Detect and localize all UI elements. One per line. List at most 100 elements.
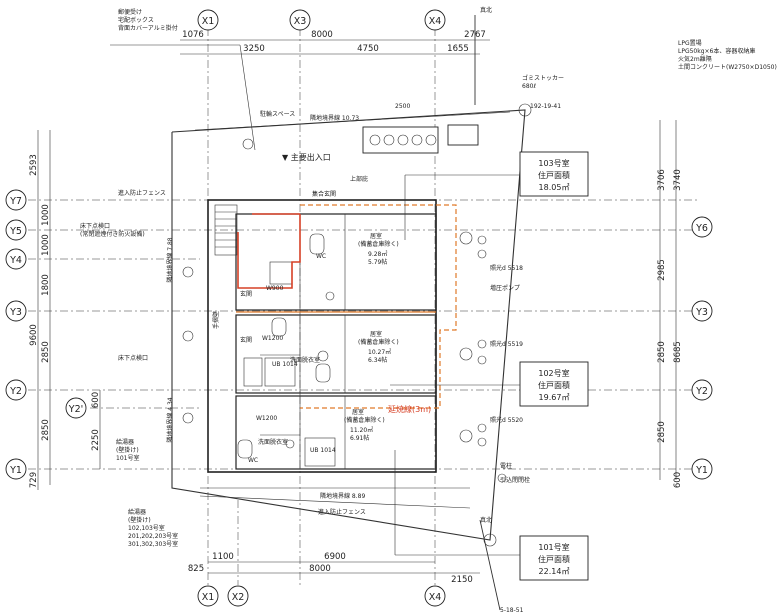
note-misc-2500: 2500 bbox=[395, 103, 410, 110]
equipment-symbols bbox=[182, 138, 507, 483]
note-mail-3: 背面カバーアルミ掛付 bbox=[118, 24, 178, 32]
note-garbage-1: ゴミストッカー bbox=[522, 74, 564, 82]
note-boundary-s: 隣地境界線 8.89 bbox=[320, 492, 365, 500]
room-area-101b: 6.91帖 bbox=[350, 434, 369, 442]
unit-103-label: 103号室 bbox=[538, 158, 569, 168]
note-lpg-4: 土間コンクリート(W2750×D1050) bbox=[678, 63, 777, 71]
note-floor-hatch-3: 床下点検口 bbox=[118, 354, 148, 362]
building-outline bbox=[207, 199, 437, 473]
unit-area-box-103: 103号室 住戸面積 18.05㎡ bbox=[519, 151, 589, 197]
room-entry-102: 玄関 bbox=[240, 336, 252, 344]
dim-top-8000: 8000 bbox=[311, 30, 333, 40]
unit-102-label: 102号室 bbox=[538, 368, 569, 378]
room-area-102a: 10.27㎡ bbox=[368, 348, 391, 356]
note-heater-bottom-2: (壁掛け) bbox=[128, 516, 151, 524]
note-lpg-1: LPG置場 bbox=[678, 39, 702, 47]
note-light-1: 照光d 5518 bbox=[490, 264, 523, 272]
note-pole: 電柱 bbox=[500, 462, 512, 470]
grid-bubbles-left: Y7 Y5 Y4 Y3 Y2 Y2' Y1 bbox=[5, 189, 87, 480]
grid-bubbles-bottom: X1 X2 X4 bbox=[197, 585, 446, 607]
note-heater-left-1: 給湯器 bbox=[116, 438, 134, 446]
grid-bubbles-top: X1 X3 X4 bbox=[197, 9, 446, 31]
dim-left-2250: 2250 bbox=[91, 429, 101, 451]
room-storage-102: (備蓄倉庫除く) bbox=[358, 338, 399, 346]
note-eave: 上部庇 bbox=[350, 175, 368, 183]
note-garbage-2: 680ℓ bbox=[522, 83, 536, 90]
room-storage-101: (備蓄倉庫除く) bbox=[344, 416, 385, 424]
grid-label-y2-prime: Y2' bbox=[68, 404, 83, 415]
grid-label-top-x1: X1 bbox=[202, 16, 215, 27]
dim-bottom-825: 825 bbox=[188, 564, 204, 574]
grid-label-bottom-x2: X2 bbox=[232, 592, 245, 603]
room-ub-101: UB 1014 bbox=[310, 447, 336, 454]
dim-bottom-2150: 2150 bbox=[451, 575, 473, 585]
leader-lines bbox=[110, 44, 520, 556]
room-label-103: 居室 bbox=[370, 232, 382, 240]
unit-101-sub: 住戸面積 bbox=[538, 554, 570, 564]
dim-right-2850b: 2850 bbox=[657, 421, 667, 443]
grid-label-top-x4: X4 bbox=[429, 16, 442, 27]
note-light-2: 照光d 5519 bbox=[490, 340, 523, 348]
benchmark-top: 192-19-41 bbox=[530, 103, 561, 110]
unit-area-box-102: 102号室 住戸面積 19.67㎡ bbox=[519, 361, 589, 407]
dim-top-1655: 1655 bbox=[447, 44, 469, 54]
grid-label-y2-left: Y2 bbox=[9, 386, 22, 397]
room-entry-103: 玄関 bbox=[240, 290, 252, 298]
dim-left-2850a: 2850 bbox=[41, 341, 51, 363]
room-wc-103: WC bbox=[316, 253, 326, 260]
note-main-entrance: ▼ 主要出入口 bbox=[282, 152, 331, 162]
note-floor-hatch-2: (常閉遮煙付き防火設備) bbox=[80, 230, 145, 238]
unit-101-label: 101号室 bbox=[538, 542, 569, 552]
garbage-stocker bbox=[362, 124, 479, 154]
note-heater-bottom-4: 201,202,203号室 bbox=[128, 532, 178, 540]
north-label-bottom: 真北 bbox=[480, 516, 492, 524]
dim-right-600: 600 bbox=[673, 472, 683, 488]
note-heater-bottom-3: 102,103号室 bbox=[128, 524, 165, 532]
note-floor-hatch-1: 床下点検口 bbox=[80, 222, 110, 230]
room-wc-101: WC bbox=[248, 457, 258, 464]
dim-left-2593: 2593 bbox=[29, 154, 39, 176]
grid-label-y1-left: Y1 bbox=[9, 465, 22, 476]
dim-top-3250: 3250 bbox=[243, 44, 265, 54]
room-label-102: 居室 bbox=[370, 330, 382, 338]
grid-label-top-x3: X3 bbox=[294, 16, 307, 27]
note-heater-left-2: (壁掛け) bbox=[116, 446, 139, 454]
note-light-3: 照光d 5520 bbox=[490, 416, 523, 424]
grid-label-y1-right: Y1 bbox=[695, 465, 708, 476]
room-area-103a: 9.28㎡ bbox=[368, 250, 387, 258]
grid-label-y6: Y6 bbox=[695, 223, 708, 234]
dim-bottom-8000: 8000 bbox=[309, 564, 331, 574]
note-boundary-n: 隣地境界線 10.73 bbox=[310, 114, 359, 122]
dim-left-1000a: 1000 bbox=[41, 204, 51, 226]
note-adj-boundary-1: 隣地境界線 7.88 bbox=[166, 237, 174, 282]
room-label-101: 居室 bbox=[352, 408, 364, 416]
room-ub-102: UB 1014 bbox=[272, 361, 298, 368]
dim-top-4750: 4750 bbox=[357, 44, 379, 54]
grid-label-y7: Y7 bbox=[9, 196, 22, 207]
dim-right-2850a: 2850 bbox=[657, 341, 667, 363]
dim-left-2850b: 2850 bbox=[41, 419, 51, 441]
note-w900: W900 bbox=[266, 285, 284, 292]
note-bike: 駐輪スペース bbox=[260, 110, 295, 118]
dim-right-8685: 8685 bbox=[673, 341, 683, 363]
note-heater-left-3: 101号室 bbox=[116, 454, 139, 462]
note-mail-1: 郵便受け bbox=[118, 8, 142, 16]
dim-right-3706: 3706 bbox=[657, 169, 667, 191]
grid-label-bottom-x1: X1 bbox=[202, 592, 215, 603]
note-handrail-wall: 手摺壁 bbox=[212, 311, 220, 329]
note-fire-zone: 延焼線(3m) bbox=[388, 404, 431, 414]
grid-label-y3-left: Y3 bbox=[9, 307, 22, 318]
note-entrance-steps: 集合玄関 bbox=[312, 190, 336, 198]
unit-103-area: 18.05㎡ bbox=[539, 183, 570, 192]
note-w1200a: W1200 bbox=[262, 335, 283, 342]
note-pump: 増圧ポンプ bbox=[490, 284, 520, 292]
dim-left-1800: 1800 bbox=[41, 274, 51, 296]
note-fence-bottom: 進入防止フェンス bbox=[318, 508, 366, 516]
note-heater-bottom-5: 301,302,303号室 bbox=[128, 540, 178, 548]
north-arrow: 真北 真北 bbox=[474, 6, 501, 611]
site-boundary bbox=[171, 103, 532, 547]
dim-right-3740: 3740 bbox=[673, 169, 683, 191]
room-wash-102: 洗面脱衣室 bbox=[290, 356, 320, 364]
note-w1200b: W1200 bbox=[256, 415, 277, 422]
